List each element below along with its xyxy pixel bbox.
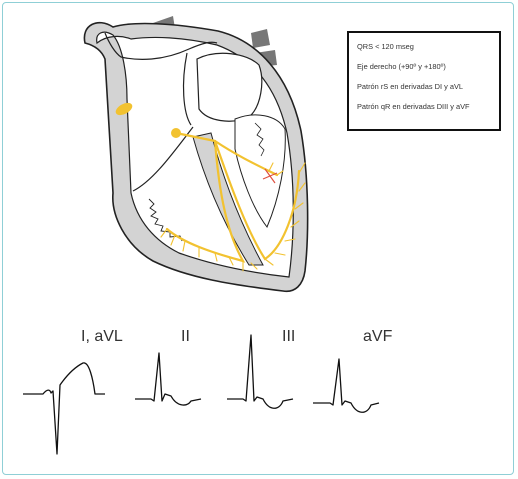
lead-label-avf: aVF bbox=[363, 328, 393, 345]
ecg-trace-iii bbox=[227, 334, 294, 409]
ecg-trace-i-avl bbox=[23, 362, 105, 455]
info-box: QRS < 120 mseg Eje derecho (+90º y +180º… bbox=[347, 31, 501, 131]
conduction-system bbox=[115, 102, 306, 272]
block-mark bbox=[262, 168, 278, 184]
sa-node bbox=[115, 102, 133, 116]
left-atrium bbox=[196, 52, 263, 122]
purkinje-fibers bbox=[160, 162, 306, 272]
info-line-axis: Eje derecho (+90º y +180º) bbox=[357, 62, 446, 71]
interventricular-septum bbox=[192, 132, 264, 266]
rv-trabeculations bbox=[148, 198, 183, 242]
figure-frame: QRS < 120 mseg Eje derecho (+90º y +180º… bbox=[2, 2, 514, 475]
lead-label-ii: II bbox=[181, 328, 190, 345]
info-line-rs-pattern: Patrón rS en derivadas DI y aVL bbox=[357, 82, 463, 91]
ecg-trace-ii bbox=[135, 352, 202, 406]
lead-label-i-avl: I, aVL bbox=[81, 328, 123, 345]
heart-ecg-diagram bbox=[23, 16, 380, 455]
interatrial-septum bbox=[182, 52, 192, 126]
aortic-root bbox=[104, 32, 218, 60]
left-ventricle-cavity bbox=[234, 114, 286, 228]
ecg-trace-avf bbox=[313, 358, 380, 413]
lv-papillary bbox=[254, 122, 265, 157]
lead-label-iii: III bbox=[282, 328, 296, 345]
info-line-qrs: QRS < 120 mseg bbox=[357, 42, 414, 51]
his-bundle bbox=[174, 131, 217, 143]
heart-illustration bbox=[83, 16, 309, 293]
vessel-stub-2 bbox=[251, 29, 270, 48]
info-line-qr-pattern: Patrón qR en derivadas DIII y aVF bbox=[357, 102, 470, 111]
left-anterior-fascicle bbox=[213, 139, 279, 177]
